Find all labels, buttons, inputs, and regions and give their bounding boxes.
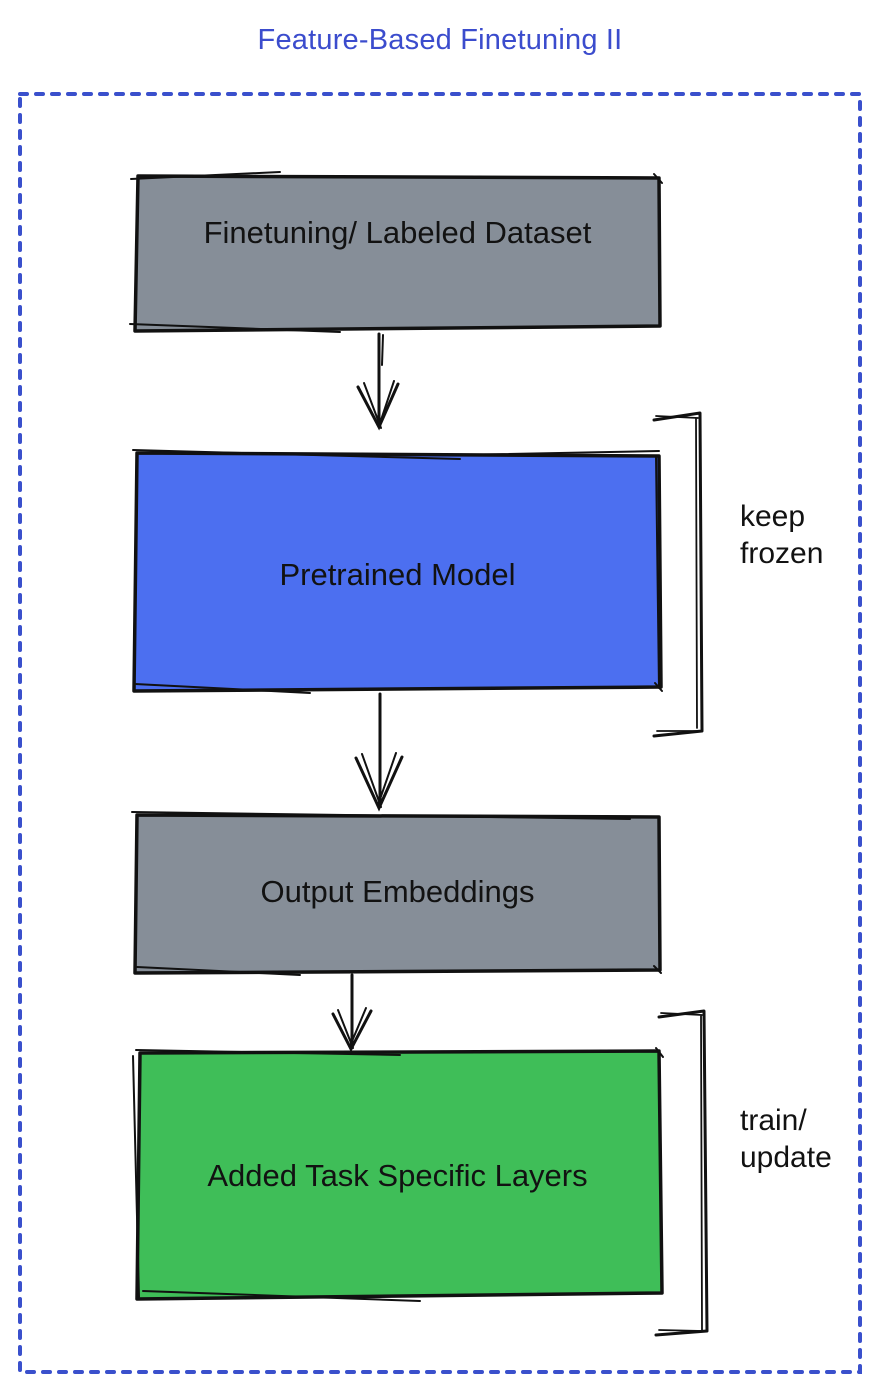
task-specific-layers-label: Added Task Specific Layers bbox=[207, 1158, 588, 1193]
train-update-note-line1: train/ bbox=[740, 1104, 807, 1137]
finetuning-dataset-label: Finetuning/ Labeled Dataset bbox=[203, 215, 592, 250]
pretrained-model-box-sketch-lines bbox=[132, 449, 663, 694]
output-embeddings-label: Output Embeddings bbox=[260, 874, 535, 909]
train-update-note-line2: update bbox=[740, 1141, 832, 1174]
train-update-note: train/ update bbox=[740, 1102, 832, 1176]
arrow-model-to-embeddings bbox=[354, 692, 404, 812]
train-update-bracket bbox=[654, 1009, 709, 1337]
finetuning-dataset-box-sketch-lines bbox=[129, 171, 663, 333]
finetuning-dataset-box bbox=[133, 174, 662, 333]
keep-frozen-note: keep frozen bbox=[740, 498, 823, 572]
arrow-dataset-to-model bbox=[356, 332, 400, 431]
keep-frozen-note-line2: frozen bbox=[740, 537, 824, 570]
pretrained-model-label: Pretrained Model bbox=[279, 557, 516, 592]
keep-frozen-note-line1: keep bbox=[740, 500, 806, 533]
keep-frozen-bracket bbox=[652, 411, 704, 738]
arrow-embeddings-to-layers bbox=[331, 973, 373, 1053]
dotted-frame bbox=[18, 92, 862, 1374]
diagram-title: Feature-Based Finetuning II bbox=[257, 24, 623, 56]
output-embeddings-box-sketch-lines bbox=[131, 811, 662, 976]
task-specific-layers-box-sketch-lines bbox=[132, 1047, 664, 1302]
